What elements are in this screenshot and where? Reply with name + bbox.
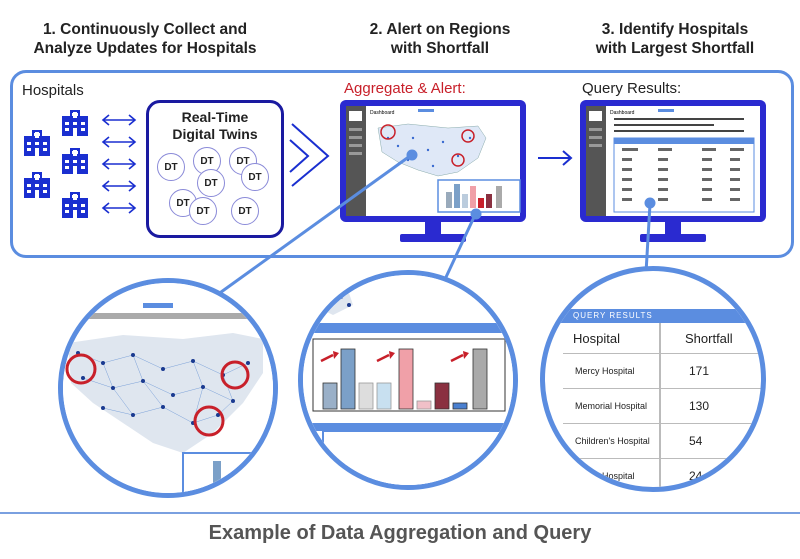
footer-title: Example of Data Aggregation and Query: [208, 522, 592, 544]
hospital-name-cell: Children's Hospital: [575, 436, 650, 446]
arrow-right-icon: [538, 150, 573, 166]
monitor-icon-query: Dashboard: [580, 100, 766, 242]
step-1-line1: 1. Continuously Collect and: [42, 21, 248, 38]
hospitals-label: Hospitals: [22, 82, 84, 99]
shortfall-cell: 54: [689, 434, 703, 448]
digital-twins-line1: Real-Time: [181, 109, 249, 125]
digital-twin-node: DT: [231, 197, 259, 225]
hospital-name-cell: Mercy Hospital: [575, 366, 635, 376]
query-results-header: QUERY RESULTS: [573, 311, 653, 320]
dashboard-label: Dashboard: [610, 110, 635, 116]
column-header-hospital: Hospital: [573, 330, 620, 346]
digital-twin-node: DT: [157, 153, 185, 181]
process-panel: [10, 70, 794, 258]
hospital-name-cell: Memorial Hospital: [575, 401, 648, 411]
aggregate-label: Aggregate & Alert:: [344, 80, 466, 97]
double-arrow-icon: [101, 202, 137, 214]
zoom-map: ashboard: [58, 278, 278, 498]
chevron-arrow-icon: [289, 123, 330, 187]
table-row: Memorial Hospital 130: [563, 389, 761, 424]
double-arrow-icon: [101, 180, 137, 192]
step-3-line1: 3. Identify Hospitals: [601, 21, 749, 38]
digital-twin-node: DT: [197, 169, 225, 197]
zoom-chart: [298, 270, 518, 490]
step-2-title: 2. Alert on Regions with Shortfall: [340, 20, 540, 59]
double-arrow-icon: [101, 158, 137, 170]
double-arrow-icons: [101, 114, 137, 214]
digital-twin-node: DT: [189, 197, 217, 225]
table-row: Mercy Hospital 171: [563, 354, 761, 389]
shortfall-cell: 130: [689, 399, 710, 413]
step-2-line2: with Shortfall: [390, 40, 490, 58]
query-label: Query Results:: [582, 80, 682, 97]
footer-divider: [0, 512, 800, 514]
table-row: Grace Hospital 24: [563, 459, 761, 487]
shortfall-cell: 171: [689, 364, 710, 378]
step-3-line2: with Largest Shortfall: [595, 40, 755, 58]
query-results-table: Hospital Shortfall Mercy Hospital 171 Me…: [563, 323, 761, 487]
digital-twins-line2: Digital Twins: [172, 125, 258, 142]
digital-twin-node: DT: [241, 163, 269, 191]
bar-chart-icon: [303, 275, 513, 485]
digital-twins-box: Real-Time Digital Twins DT DT DT DT DT D…: [146, 100, 284, 238]
map-icon: ashboard: [63, 283, 273, 493]
column-header-shortfall: Shortfall: [685, 330, 733, 346]
double-arrow-icon: [101, 114, 137, 126]
shortfall-cell: 24: [689, 469, 703, 483]
step-1-line2: Analyze Updates for Hospitals: [33, 40, 257, 58]
monitor-icon-aggregate: Dashboard: [340, 100, 526, 242]
digital-twins-title: Real-Time Digital Twins: [149, 109, 281, 143]
step-2-line1: 2. Alert on Regions: [369, 21, 511, 38]
table-row: Children's Hospital 54: [563, 424, 761, 459]
step-3-title: 3. Identify Hospitals with Largest Short…: [570, 20, 780, 59]
double-arrow-icon: [101, 136, 137, 148]
table-header-row: Hospital Shortfall: [563, 323, 761, 354]
dashboard-label: Dashboard: [370, 110, 395, 116]
zoom-query-results: QUERY RESULTS Hospital Shortfall Mercy H…: [540, 266, 766, 492]
hospital-name-cell: Grace Hospital: [575, 471, 635, 481]
step-1-title: 1. Continuously Collect and Analyze Upda…: [10, 20, 280, 59]
